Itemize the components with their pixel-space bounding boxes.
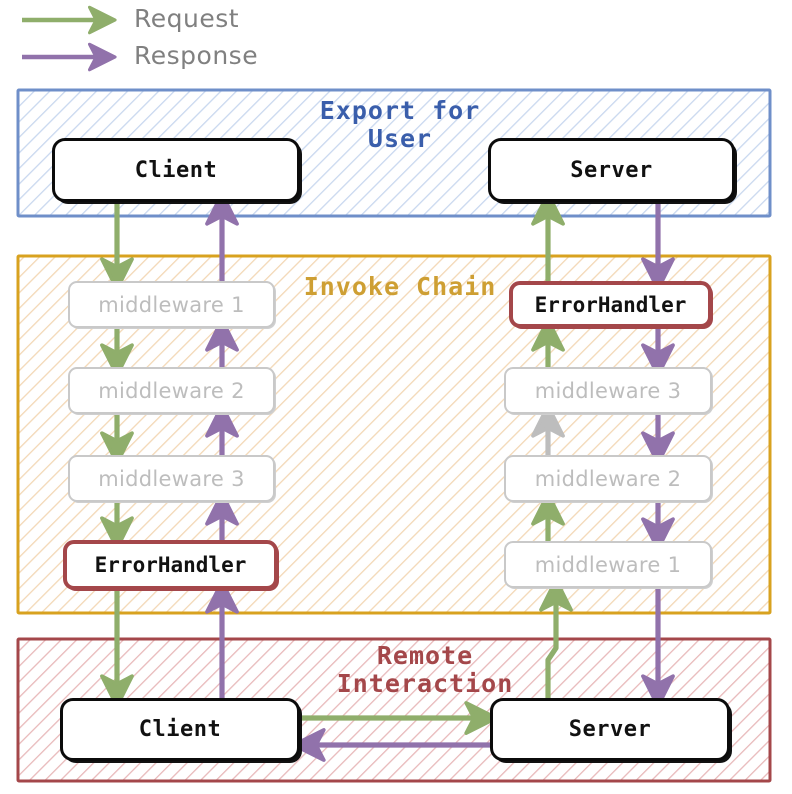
node-server-top[interactable]: Server: [488, 138, 735, 202]
node-label: ErrorHandler: [94, 553, 247, 577]
legend-label-response: Response: [134, 41, 259, 70]
node-right-middleware-2[interactable]: middleware 2: [504, 455, 712, 502]
node-right-errorhandler[interactable]: ErrorHandler: [509, 281, 712, 328]
node-label: Server: [570, 157, 653, 183]
node-right-middleware-1[interactable]: middleware 1: [504, 541, 712, 588]
node-label: middleware 3: [98, 466, 245, 491]
node-server-bottom[interactable]: Server: [490, 698, 730, 761]
node-right-middleware-3[interactable]: middleware 3: [504, 367, 712, 414]
node-label: Client: [134, 157, 218, 183]
node-label: middleware 1: [98, 292, 245, 317]
node-left-middleware-2[interactable]: middleware 2: [68, 367, 275, 414]
node-left-middleware-3[interactable]: middleware 3: [68, 455, 275, 502]
node-label: middleware 1: [534, 552, 682, 577]
node-label: Server: [568, 717, 652, 742]
node-left-errorhandler[interactable]: ErrorHandler: [63, 540, 278, 590]
node-label: middleware 2: [98, 378, 245, 403]
node-left-middleware-1[interactable]: middleware 1: [68, 281, 275, 328]
section-title-export-for-user: Export for User: [319, 96, 481, 153]
arrow-req-server-bottom-to-right-mw1: [539, 577, 573, 698]
section-title-invoke-chain: Invoke Chain: [303, 272, 497, 301]
node-label: ErrorHandler: [534, 292, 687, 317]
node-label: middleware 3: [534, 378, 682, 403]
node-client-top[interactable]: Client: [52, 138, 300, 202]
node-label: middleware 2: [534, 466, 682, 491]
node-label: Client: [138, 717, 222, 742]
legend-label-request: Request: [134, 4, 240, 33]
section-title-remote-interaction: Remote Interaction: [336, 641, 514, 698]
node-client-bottom[interactable]: Client: [60, 698, 300, 761]
